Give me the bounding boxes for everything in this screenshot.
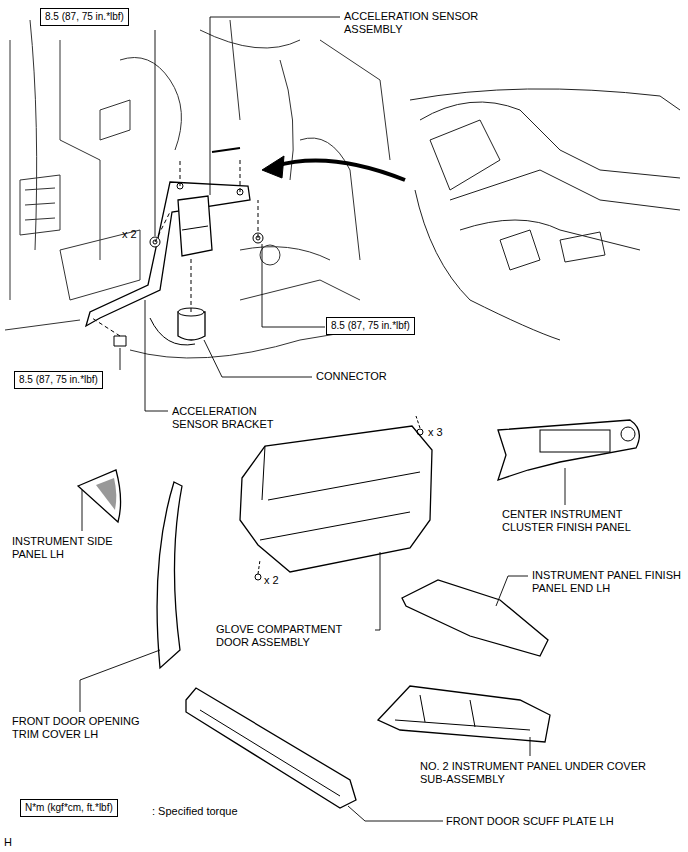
- part-name: ACCELERATION SENSOR BRACKET: [172, 405, 290, 431]
- part-name: INSTRUMENT SIDE PANEL LH: [12, 535, 137, 561]
- part-name: CENTER INSTRUMENT CLUSTER FINISH PANEL: [502, 508, 660, 534]
- part-name: ACCELERATION SENSOR ASSEMBLY: [344, 10, 494, 36]
- part-name: INSTRUMENT PANEL FINISH PANEL END LH: [532, 569, 684, 595]
- torque-value: N*m (kgf*cm, ft.*lbf): [25, 802, 113, 813]
- quantity: x 2: [122, 228, 137, 241]
- torque-spec-box: 8.5 (87, 75 in.*lbf): [40, 8, 129, 26]
- part-name: FRONT DOOR OPENING TRIM COVER LH: [12, 715, 160, 741]
- torque-spec-box: 8.5 (87, 75 in.*lbf): [14, 371, 103, 389]
- quantity: x 2: [264, 574, 279, 587]
- part-name: GLOVE COMPARTMENT DOOR ASSEMBLY: [216, 623, 364, 649]
- part-name: FRONT DOOR SCUFF PLATE LH: [446, 815, 614, 828]
- torque-legend-box: N*m (kgf*cm, ft.*lbf): [20, 799, 118, 817]
- torque-value: 8.5 (87, 75 in.*lbf): [331, 320, 410, 331]
- figure-code: H: [4, 836, 12, 849]
- part-name: CONNECTOR: [316, 370, 387, 383]
- part-name: NO. 2 INSTRUMENT PANEL UNDER COVER SUB-A…: [420, 760, 648, 786]
- quantity: x 3: [428, 426, 443, 439]
- legend-text: : Specified torque: [152, 805, 238, 818]
- torque-value: 8.5 (87, 75 in.*lbf): [19, 374, 98, 385]
- torque-spec-box: 8.5 (87, 75 in.*lbf): [326, 317, 415, 335]
- torque-value: 8.5 (87, 75 in.*lbf): [45, 11, 124, 22]
